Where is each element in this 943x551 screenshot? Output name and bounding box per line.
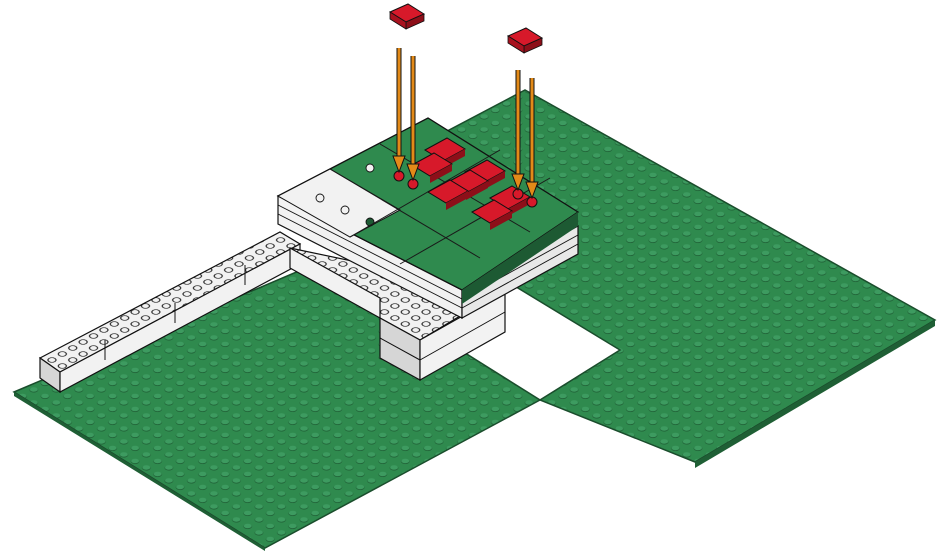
new-red-tile-left — [390, 4, 424, 29]
new-red-tile-right — [508, 28, 542, 53]
